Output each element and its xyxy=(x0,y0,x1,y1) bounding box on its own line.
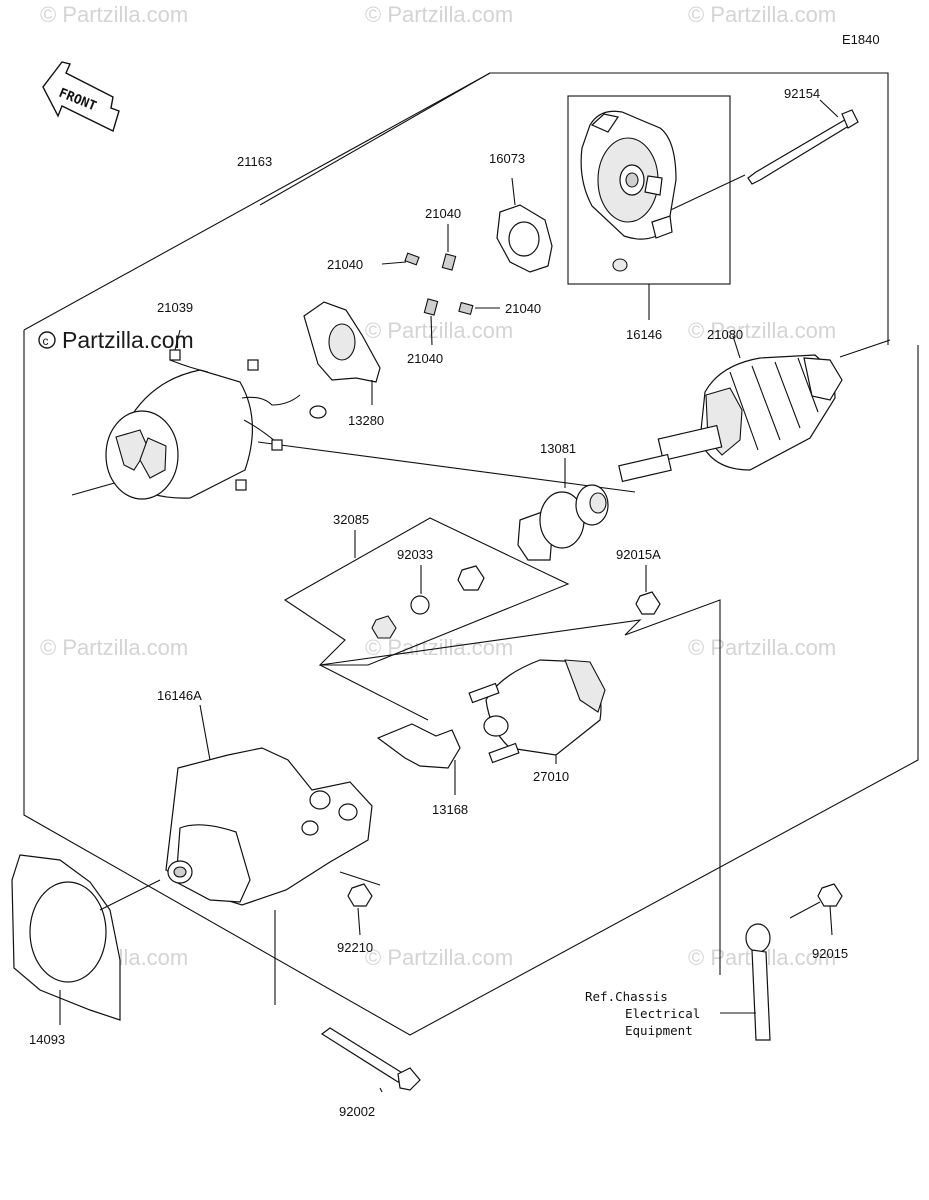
part-21040-spring-d[interactable] xyxy=(458,301,500,316)
part-14093-cover[interactable] xyxy=(11,854,121,1025)
part-16073-plate[interactable] xyxy=(496,177,553,273)
part-16146A-housing[interactable] xyxy=(165,704,373,906)
front-arrow-icon: FRONT xyxy=(42,61,120,132)
part-32085-kit[interactable] xyxy=(283,517,570,666)
watermark-main: c Partzilla.com xyxy=(38,327,194,353)
label-92033: 92033 xyxy=(397,547,433,562)
label-16146A: 16146A xyxy=(157,688,202,703)
assembly-outline xyxy=(23,72,919,1036)
part-92210-nut[interactable] xyxy=(339,871,381,936)
label-92002: 92002 xyxy=(339,1104,375,1119)
label-21040: 21040 xyxy=(327,257,363,272)
label-16073: 16073 xyxy=(489,151,525,166)
label-92210: 92210 xyxy=(337,940,373,955)
part-92154-bolt[interactable] xyxy=(747,99,859,185)
label-13168: 13168 xyxy=(432,802,468,817)
label-27010: 27010 xyxy=(533,769,569,784)
ref-chassis-cable xyxy=(720,923,771,1041)
label-13081: 13081 xyxy=(540,441,576,456)
part-16146-group[interactable] xyxy=(567,95,731,320)
cover-leader xyxy=(99,879,161,911)
part-21040-spring-c[interactable] xyxy=(423,298,439,346)
watermark-main-text: Partzilla.com xyxy=(62,327,194,353)
watermark: © Partzilla.com xyxy=(365,945,513,970)
part-13168-lever[interactable] xyxy=(376,723,461,795)
watermark: © Partzilla.com xyxy=(365,2,513,27)
label-14093: 14093 xyxy=(29,1032,65,1047)
watermark: © Partzilla.com xyxy=(688,635,836,660)
label-21163: 21163 xyxy=(237,154,272,169)
watermark: © Partzilla.com xyxy=(365,635,513,660)
part-13081-pinion[interactable] xyxy=(517,458,609,561)
ref-chassis-label-line3: Equipment xyxy=(625,1023,693,1038)
label-21039: 21039 xyxy=(157,300,193,315)
label-92015A: 92015A xyxy=(616,547,661,562)
label-92154: 92154 xyxy=(784,86,820,101)
watermark: © Partzilla.com xyxy=(40,2,188,27)
part-27010-solenoid[interactable] xyxy=(468,659,606,764)
label-92015: 92015 xyxy=(812,946,848,961)
label-21040: 21040 xyxy=(425,206,461,221)
part-92015A-nut[interactable] xyxy=(635,565,661,615)
part-labels: 21163 21039 13280 21040 21040 21040 2104… xyxy=(29,86,848,1119)
diagram-code: E1840 xyxy=(842,32,880,47)
part-13280-holder[interactable] xyxy=(303,301,381,405)
watermark: © Partzilla.com xyxy=(365,318,513,343)
part-92002-bolt[interactable] xyxy=(274,910,421,1093)
svg-text:c: c xyxy=(43,334,49,348)
label-21040: 21040 xyxy=(407,351,443,366)
watermark: © Partzilla.com xyxy=(688,318,836,343)
part-21163-yoke[interactable] xyxy=(105,329,327,500)
label-13280: 13280 xyxy=(348,413,384,428)
part-21040-spring-a[interactable] xyxy=(381,252,420,266)
watermark: © Partzilla.com xyxy=(40,635,188,660)
part-21040-spring-b[interactable] xyxy=(441,224,457,271)
label-21080: 21080 xyxy=(707,327,743,342)
ref-chassis-label-line2: Electrical xyxy=(625,1006,700,1021)
watermark: © Partzilla.com xyxy=(688,2,836,27)
label-21040: 21040 xyxy=(505,301,541,316)
ref-chassis-label-line1: Ref.Chassis xyxy=(585,989,668,1004)
part-92015-nut[interactable] xyxy=(789,883,843,936)
solenoid-outline xyxy=(319,599,721,975)
label-16146: 16146 xyxy=(626,327,662,342)
label-32085: 32085 xyxy=(333,512,369,527)
part-21080-armature[interactable] xyxy=(618,335,843,483)
